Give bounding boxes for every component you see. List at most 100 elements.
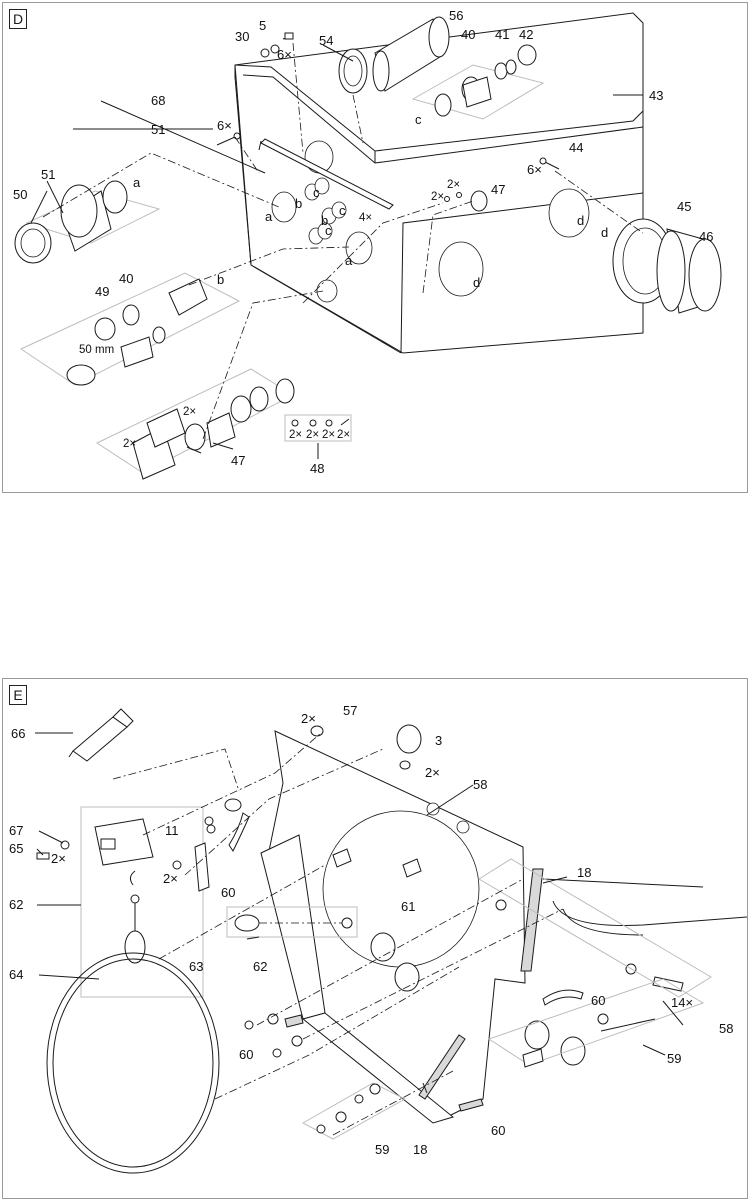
exploded-view-d: 5 30 6× 54 56 40 41 42 43 68 51 6× c 44 … (13, 8, 722, 480)
group-51 (14, 180, 161, 264)
callout-label: b (321, 213, 328, 228)
callout-label: 2× (447, 179, 460, 191)
callout-label: 57 (343, 703, 357, 718)
callout-label: 18 (577, 865, 591, 880)
hubs (310, 724, 684, 1066)
callout-label: 2× (289, 429, 302, 441)
callout-label: 2× (183, 406, 196, 418)
callout-label: c (313, 185, 320, 200)
callout-label: b (217, 272, 224, 287)
exploded-view-e: 66 2× 57 3 2× 58 67 65 2× 11 2× 60 61 62… (9, 703, 747, 1174)
callout-label: 2× (322, 429, 335, 441)
callout-label: 40 (461, 27, 475, 42)
callout-label: 6× (217, 118, 232, 133)
callout-label: 60 (239, 1047, 253, 1062)
callout-label: 50 (13, 187, 27, 202)
callout-label: 47 (231, 453, 245, 468)
callout-label: 56 (449, 8, 463, 23)
callout-label: 40 (119, 271, 133, 286)
group-49 (19, 272, 241, 386)
callout-label: 51 (41, 167, 55, 182)
callout-label: d (473, 275, 480, 290)
panel-d: D (2, 2, 748, 493)
callout-label: 43 (649, 88, 663, 103)
callout-label: 60 (221, 885, 235, 900)
small-60 (204, 816, 304, 1058)
callout-label: 30 (235, 29, 249, 44)
callout-label: a (133, 175, 141, 190)
ring-64 (46, 952, 220, 1174)
callout-label: 54 (319, 33, 333, 48)
group-59-right (487, 978, 705, 1068)
callout-label: 51 (151, 122, 165, 137)
callout-label: 44 (569, 140, 583, 155)
group-59 (301, 1082, 484, 1140)
callout-label: 2× (51, 851, 66, 866)
callout-label: 50 mm (79, 344, 114, 356)
callouts-e: 66 2× 57 3 2× 58 67 65 2× 11 2× 60 61 62… (9, 703, 733, 1157)
assembly-lines-e (112, 732, 564, 1136)
tank-body (234, 12, 644, 354)
rod-68 (258, 138, 394, 210)
callout-label: 65 (9, 841, 23, 856)
callout-label: 58 (719, 1021, 733, 1036)
panel-letter-d: D (9, 9, 27, 29)
outer-shell (542, 878, 747, 936)
callout-label: 60 (591, 993, 605, 1008)
panel-e: E (2, 678, 748, 1199)
callout-label: c (339, 203, 346, 218)
group-48 (284, 414, 352, 459)
callout-label: 42 (519, 27, 533, 42)
callout-label: c (325, 223, 332, 238)
group-47 (95, 368, 295, 480)
callout-label: 6× (277, 47, 292, 62)
callout-label: 2× (163, 871, 178, 886)
callout-label: 47 (491, 182, 505, 197)
callout-label: 18 (413, 1142, 427, 1157)
callout-label: 60 (491, 1123, 505, 1138)
callout-label: d (577, 213, 584, 228)
flange-45-46 (612, 218, 722, 314)
callout-label: 62 (9, 897, 23, 912)
callout-label: 2× (306, 429, 319, 441)
callout-label: 2× (337, 429, 350, 441)
callout-label: 2× (431, 191, 444, 203)
callout-label: 2× (425, 765, 440, 780)
callout-label: 2× (301, 711, 316, 726)
side-panel (260, 834, 455, 1124)
callout-label: a (265, 209, 273, 224)
callout-label: 6× (527, 162, 542, 177)
callout-label: 67 (9, 823, 23, 838)
callouts-d: 5 30 6× 54 56 40 41 42 43 68 51 6× c 44 … (13, 8, 713, 476)
callout-label: 58 (473, 777, 487, 792)
callout-label: 45 (677, 199, 691, 214)
callout-label: 59 (667, 1051, 681, 1066)
callout-label: 4× (359, 212, 372, 224)
callout-label: 64 (9, 967, 23, 982)
callout-label: 62 (253, 959, 267, 974)
callout-label: d (601, 225, 608, 240)
callout-label: 2× (123, 438, 136, 450)
tank-holes (271, 140, 590, 303)
tube-66 (68, 708, 134, 762)
strips-18 (418, 868, 544, 1100)
callout-label: 59 (375, 1142, 389, 1157)
callout-label: 46 (699, 229, 713, 244)
panel-letter-e: E (9, 685, 27, 705)
callout-label: 11 (165, 823, 179, 838)
callout-label: b (295, 196, 302, 211)
group-14x (478, 858, 712, 998)
callout-label: 66 (11, 726, 25, 741)
callout-label: 41 (495, 27, 509, 42)
callout-label: c (415, 112, 422, 127)
top-parts (216, 16, 560, 212)
box-62 (80, 806, 204, 998)
callout-label: 48 (310, 461, 324, 476)
callout-label: 5 (259, 18, 266, 33)
callout-label: 49 (95, 284, 109, 299)
leaders-d (30, 44, 643, 454)
callout-label: 61 (401, 899, 415, 914)
callout-label: a (345, 253, 353, 268)
callout-label: 3 (435, 733, 442, 748)
leaders-e (35, 732, 684, 1094)
